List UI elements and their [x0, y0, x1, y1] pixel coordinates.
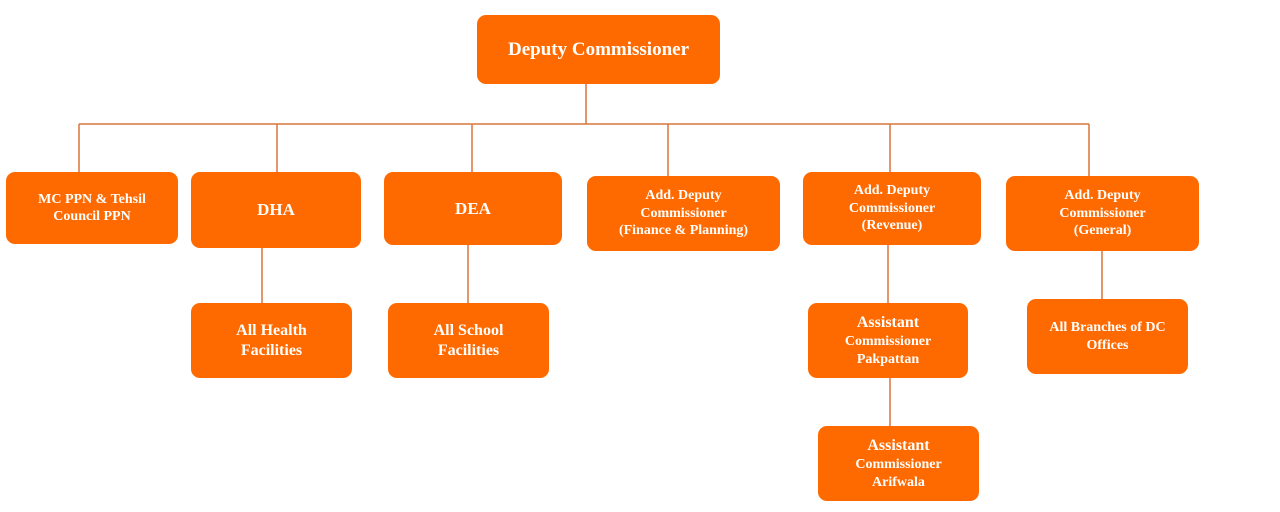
node-ac-arifwala: Assistant Commissioner Arifwala	[818, 426, 979, 501]
node-label: DEA	[455, 198, 491, 218]
node-all-branches-dc-offices: All Branches of DC Offices	[1027, 299, 1188, 374]
node-label-line: Add. Deputy	[1064, 188, 1141, 204]
node-label-line: Commissioner	[1059, 205, 1146, 221]
node-label-line: Council PPN	[53, 209, 131, 224]
node-label-line: Assistant	[856, 314, 920, 331]
node-deputy-commissioner: Deputy Commissioner	[477, 15, 720, 84]
node-dea: DEA	[384, 172, 562, 245]
node-label-line: All School	[433, 321, 504, 339]
node-label-line: Arifwala	[872, 474, 925, 490]
node-adc-general: Add. Deputy Commissioner (General)	[1006, 176, 1199, 251]
node-label-line: Offices	[1086, 337, 1129, 353]
node-mc-ppn-tehsil-council: MC PPN & Tehsil Council PPN	[6, 172, 178, 244]
node-label-line: MC PPN & Tehsil	[38, 191, 146, 207]
node-label-line: Assistant	[867, 437, 930, 454]
node-adc-finance-planning: Add. Deputy Commissioner (Finance & Plan…	[587, 176, 780, 251]
node-dha: DHA	[191, 172, 361, 248]
node-label-line: (Finance & Planning)	[618, 223, 749, 239]
node-label-line: All Branches of DC	[1049, 320, 1166, 335]
node-label-line: Commissioner	[848, 200, 936, 216]
node-label-line: Commissioner	[640, 205, 727, 221]
node-label-line: Pakpattan	[856, 351, 920, 367]
node-label-line: (General)	[1073, 223, 1132, 239]
node-adc-revenue: Add. Deputy Commissioner (Revenue)	[803, 172, 981, 245]
node-all-health-facilities: All Health Facilities	[191, 303, 352, 378]
node-label-line: Facilities	[437, 341, 500, 359]
node-label-line: Facilities	[240, 341, 303, 359]
node-all-school-facilities: All School Facilities	[388, 303, 549, 378]
node-label-line: Commissioner	[855, 457, 942, 472]
node-label-line: Add. Deputy	[645, 188, 722, 204]
node-label: DHA	[257, 200, 295, 220]
node-ac-pakpattan: Assistant Commissioner Pakpattan	[808, 303, 968, 378]
node-label-line: (Revenue)	[861, 218, 923, 234]
node-label-line: Commissioner	[844, 334, 932, 349]
node-label-line: All Health	[236, 321, 307, 339]
node-label: Deputy Commissioner	[507, 38, 690, 60]
node-label-line: Add. Deputy	[853, 183, 931, 199]
